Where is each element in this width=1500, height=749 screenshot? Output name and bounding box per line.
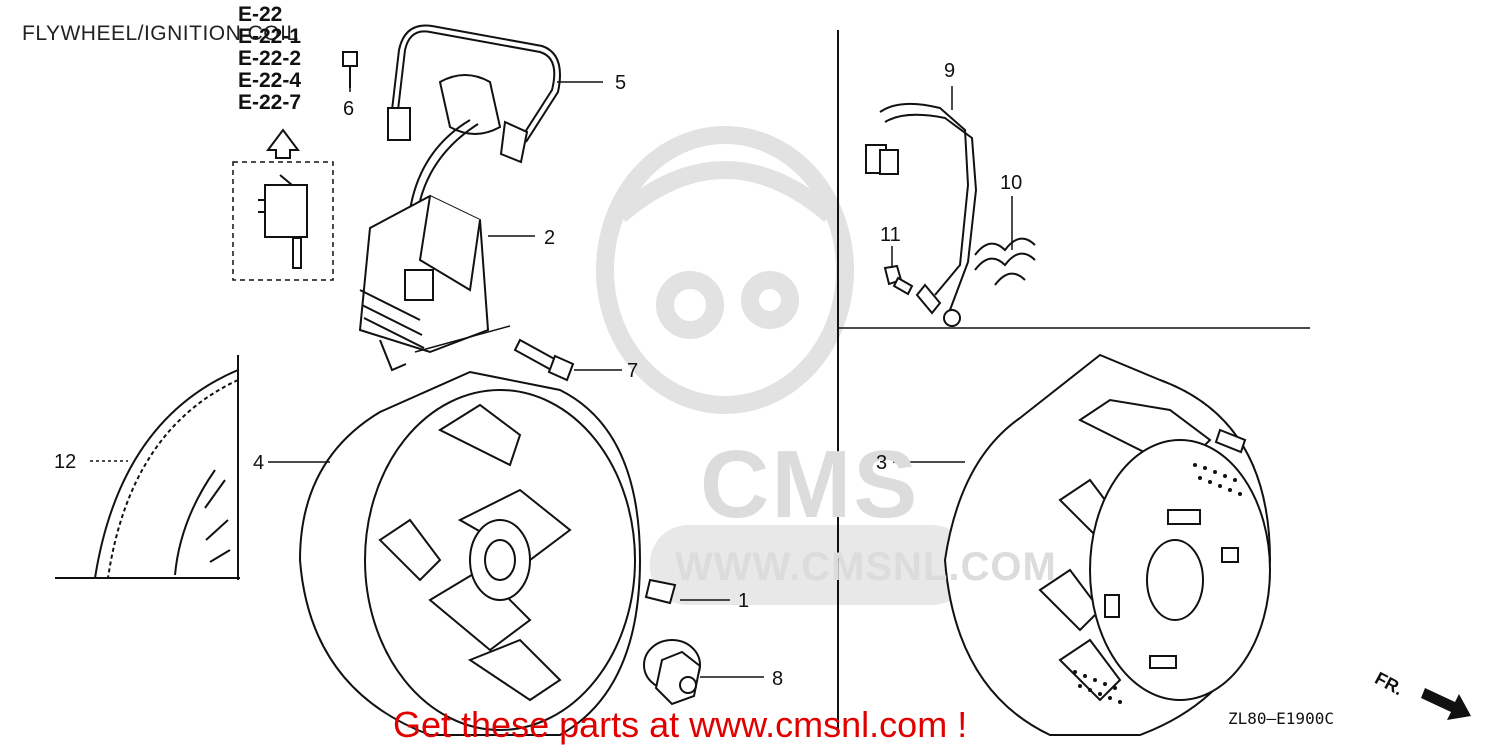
callout-12[interactable]: 12 bbox=[54, 451, 77, 473]
reference-code: E-22 bbox=[238, 3, 283, 26]
ignition-coil-part-2 bbox=[358, 194, 490, 372]
ignition-wire-part-5 bbox=[387, 24, 561, 265]
reference-code: E-22-7 bbox=[238, 91, 302, 114]
callout-2[interactable]: 2 bbox=[544, 227, 556, 249]
callout-11[interactable]: 11 bbox=[880, 224, 901, 246]
ring-gear-part-12 bbox=[55, 355, 240, 580]
diagram-code: ZL80—E1900C bbox=[1228, 709, 1334, 728]
callout-9[interactable]: 9 bbox=[944, 60, 956, 82]
bolt-part-7 bbox=[513, 338, 575, 382]
watermark-logo bbox=[596, 126, 854, 414]
watermark-logo-text: CMS bbox=[700, 431, 920, 538]
callout-7[interactable]: 7 bbox=[627, 360, 639, 382]
key-part-1 bbox=[644, 578, 677, 605]
callout-10[interactable]: 10 bbox=[1000, 172, 1023, 194]
reference-code: E-22-2 bbox=[238, 47, 302, 70]
module-reference-box bbox=[232, 161, 334, 281]
up-arrow-icon bbox=[266, 128, 300, 159]
callout-4[interactable]: 4 bbox=[253, 452, 265, 474]
reference-codes: E-22 E-22-1 E-22-2 E-22-4 E-22-7 bbox=[238, 4, 301, 114]
watermark-url-band bbox=[650, 525, 970, 605]
watermark-url: WWW.CMSNL.COM bbox=[675, 545, 1057, 589]
reference-code: E-22-1 bbox=[238, 25, 302, 48]
flywheel-part-4 bbox=[298, 370, 642, 736]
callout-5[interactable]: 5 bbox=[615, 72, 627, 94]
parts-link-banner[interactable]: Get these parts at www.cmsnl.com ! bbox=[393, 704, 968, 745]
leader-coil-bolt bbox=[414, 325, 511, 353]
flywheel-part-3 bbox=[943, 353, 1272, 736]
screw-part-11 bbox=[883, 264, 914, 296]
module-part bbox=[258, 174, 308, 269]
nut-part-8 bbox=[643, 639, 702, 706]
reference-code: E-22-4 bbox=[238, 69, 302, 92]
diagram-title: FLYWHEEL/IGNITION COIL bbox=[22, 22, 299, 45]
wire-harness-part-9 bbox=[865, 102, 978, 327]
clip-part-10 bbox=[974, 237, 1036, 286]
callout-8[interactable]: 8 bbox=[772, 668, 784, 690]
callout-3[interactable]: 3 bbox=[876, 452, 888, 474]
flywheel-vent-dots bbox=[1073, 463, 1242, 704]
callout-1[interactable]: 1 bbox=[738, 590, 750, 612]
callout-6[interactable]: 6 bbox=[343, 98, 355, 120]
front-direction-arrow-icon bbox=[1421, 688, 1471, 720]
leader-lines bbox=[90, 66, 1013, 678]
